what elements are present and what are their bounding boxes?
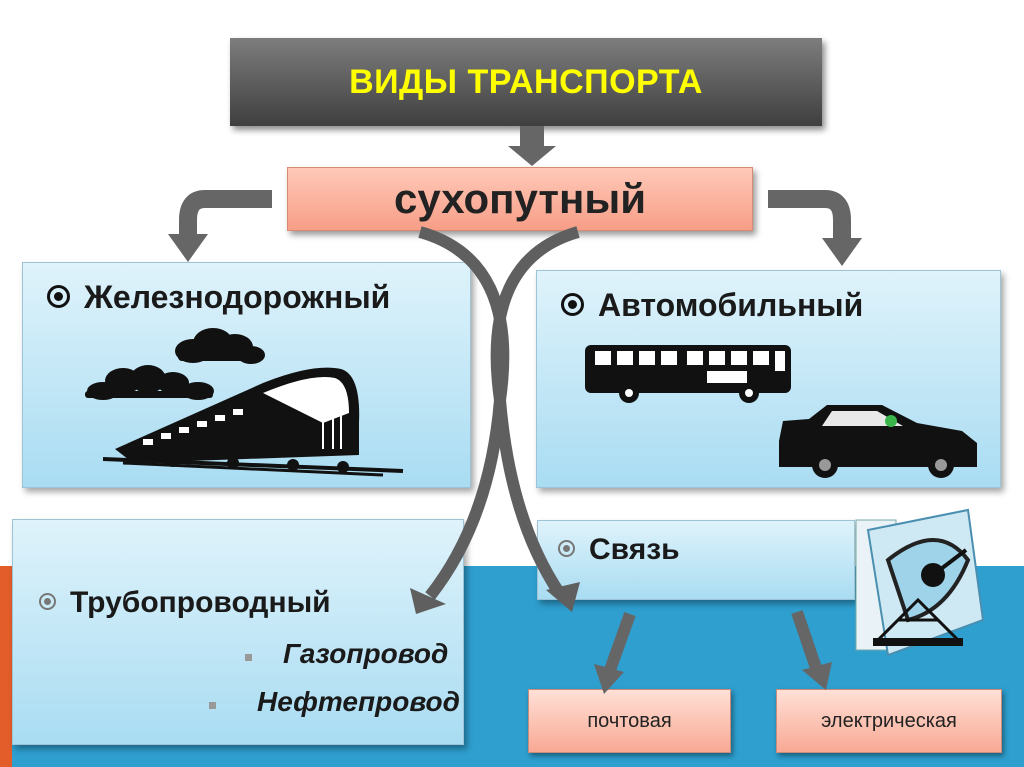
auto-panel: Автомобильный [536,270,1001,488]
satellite-dish-icon [855,508,985,657]
bus-icon [585,345,791,403]
radio-bullet-icon [47,285,70,309]
pipeline-item: Газопровод [283,638,449,669]
arrow-curve-to-communication-icon [490,226,580,598]
bullet-square-icon [209,702,216,709]
clouds-icon [85,328,265,400]
radio-bullet-icon [561,293,584,317]
accent-strip [0,566,12,767]
auto-heading: Автомобильный [561,287,863,324]
subtitle-box: сухопутный [287,167,753,231]
auto-label: Автомобильный [598,287,864,323]
rail-panel: Железнодорожный [22,262,471,488]
train-icon [102,367,404,477]
diagram-title: ВИДЫ ТРАНСПОРТА [349,62,703,101]
electric-label: электрическая [821,709,957,732]
arrow-to-postal-icon [604,611,636,673]
rail-heading: Железнодорожный [47,279,390,316]
radio-bullet-icon [39,592,56,610]
postal-box: почтовая [528,689,731,753]
rail-label: Железнодорожный [84,279,391,315]
vehicles-illustration [585,345,977,478]
postal-label: почтовая [587,709,672,732]
communication-panel: Связь [537,520,855,600]
car-icon [779,405,977,478]
arrow-curve-to-pipeline-icon [418,226,510,600]
pipeline-heading: Трубопроводный [39,586,331,620]
arrow-bent-left-icon [179,190,272,236]
arrow-to-electric-icon [791,610,822,670]
electric-box: электрическая [776,689,1002,753]
arrow-down-icon [508,126,556,166]
pipeline-label: Трубопроводный [70,586,331,619]
communication-label: Связь [589,533,680,566]
communication-heading: Связь [558,533,680,567]
diagram-subtitle: сухопутный [393,175,647,222]
train-illustration [85,328,404,477]
bullet-square-icon [245,654,252,661]
title-box: ВИДЫ ТРАНСПОРТА [230,38,822,126]
pipeline-panel: Трубопроводный Газопровод Нефтепровод [12,519,464,745]
arrow-bent-right-icon [768,190,851,240]
pipeline-item: Нефтепровод [257,686,460,717]
radio-bullet-icon [558,539,575,557]
